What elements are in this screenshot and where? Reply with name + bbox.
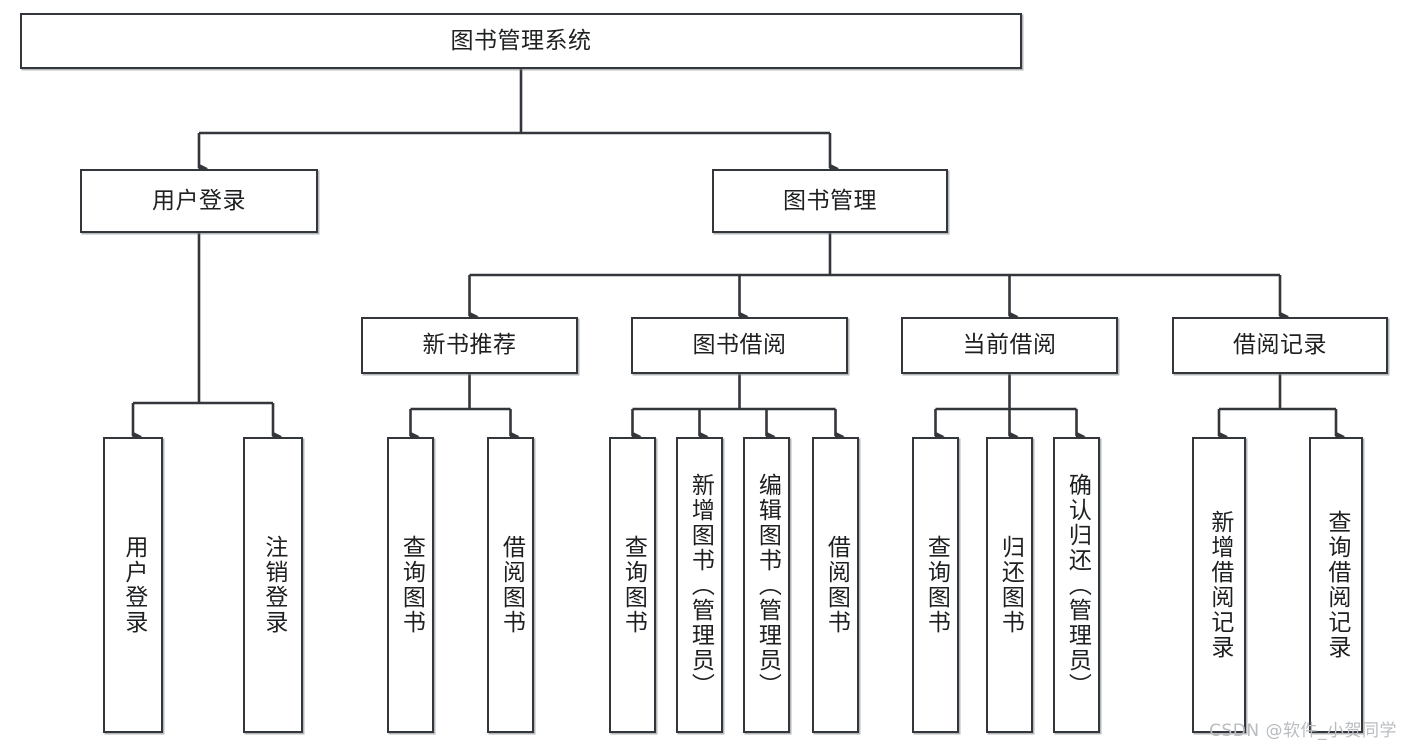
node-current-borrow[interactable]: 当前借阅 — [901, 317, 1118, 374]
node-confirm-return-admin[interactable]: 确认归还（管理员） — [1053, 437, 1100, 733]
node-label-add-book-admin: 新增图书（管理员） — [687, 472, 714, 698]
node-borrow-book-1[interactable]: 借阅图书 — [487, 437, 534, 733]
node-label-query-book-3: 查询图书 — [923, 535, 950, 635]
node-label-user-logout: 注销登录 — [260, 535, 287, 635]
node-label-borrow-book-2: 借阅图书 — [823, 535, 850, 635]
node-label-query-book-2: 查询图书 — [620, 535, 647, 635]
node-query-book-3[interactable]: 查询图书 — [912, 437, 959, 733]
node-book-manage[interactable]: 图书管理 — [712, 169, 948, 233]
node-label-borrow-book-1: 借阅图书 — [498, 535, 525, 635]
node-edit-book-admin[interactable]: 编辑图书（管理员） — [743, 437, 790, 733]
node-label-return-book: 归还图书 — [997, 535, 1024, 635]
node-label-query-borrow-record: 查询借阅记录 — [1323, 510, 1350, 660]
node-label-new-book-rec: 新书推荐 — [422, 332, 517, 359]
node-add-borrow-record[interactable]: 新增借阅记录 — [1192, 437, 1246, 733]
node-new-book-rec[interactable]: 新书推荐 — [361, 317, 578, 374]
node-query-book-1[interactable]: 查询图书 — [387, 437, 434, 733]
node-return-book[interactable]: 归还图书 — [986, 437, 1033, 733]
node-label-root: 图书管理系统 — [450, 27, 592, 54]
node-query-book-2[interactable]: 查询图书 — [609, 437, 656, 733]
node-label-query-book-1: 查询图书 — [398, 535, 425, 635]
node-user-login[interactable]: 用户登录 — [80, 169, 318, 233]
node-label-borrow-record: 借阅记录 — [1233, 332, 1327, 359]
node-label-confirm-return-admin: 确认归还（管理员） — [1064, 472, 1091, 698]
node-label-book-manage: 图书管理 — [783, 187, 877, 214]
node-label-user-login: 用户登录 — [152, 187, 246, 214]
node-query-borrow-record[interactable]: 查询借阅记录 — [1309, 437, 1363, 733]
node-user-logout[interactable]: 注销登录 — [243, 437, 303, 733]
node-add-book-admin[interactable]: 新增图书（管理员） — [676, 437, 723, 733]
node-label-add-borrow-record: 新增借阅记录 — [1206, 510, 1233, 660]
node-label-current-borrow: 当前借阅 — [962, 332, 1057, 359]
node-borrow-book-2[interactable]: 借阅图书 — [812, 437, 859, 733]
node-label-edit-book-admin: 编辑图书（管理员） — [754, 472, 781, 698]
node-root[interactable]: 图书管理系统 — [20, 13, 1022, 69]
node-book-borrow[interactable]: 图书借阅 — [631, 317, 848, 374]
watermark-text: CSDN @软件_小贺同学 — [1209, 721, 1397, 741]
node-label-book-borrow: 图书借阅 — [692, 332, 787, 359]
node-borrow-record[interactable]: 借阅记录 — [1172, 317, 1388, 374]
node-user-login-do[interactable]: 用户登录 — [103, 437, 163, 733]
node-label-user-login-do: 用户登录 — [120, 535, 147, 635]
